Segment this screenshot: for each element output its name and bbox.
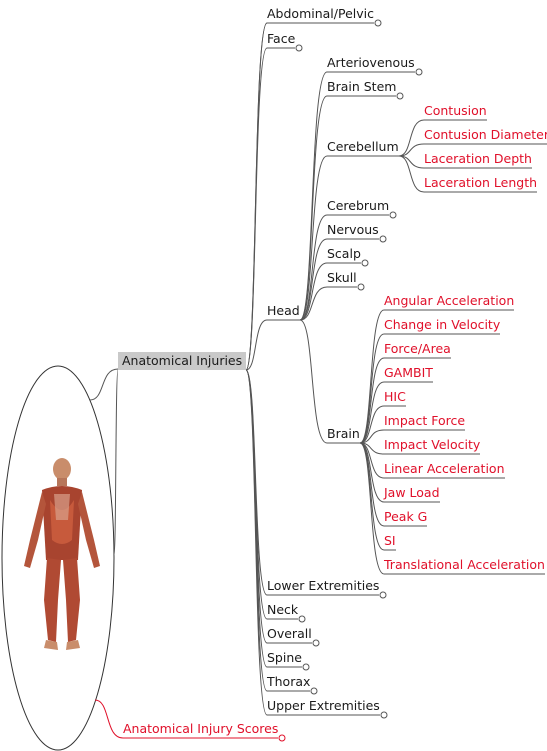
branch-connector <box>399 156 424 192</box>
node-scalp[interactable]: Scalp <box>327 246 361 262</box>
node-force-area[interactable]: Force/Area <box>384 341 451 357</box>
node-neck[interactable]: Neck <box>267 602 298 618</box>
node-impact-force[interactable]: Impact Force <box>384 413 465 429</box>
node-thorax[interactable]: Thorax <box>267 674 310 690</box>
node-brain-stem[interactable]: Brain Stem <box>327 79 396 95</box>
node-anatomical-injury-scores[interactable]: Anatomical Injury Scores <box>123 721 278 737</box>
node-laceration-depth[interactable]: Laceration Depth <box>424 151 532 167</box>
node-angular-acceleration[interactable]: Angular Acceleration <box>384 293 514 309</box>
branch-connector <box>90 369 118 400</box>
node-nervous[interactable]: Nervous <box>327 222 379 238</box>
branch-connector <box>300 239 327 320</box>
node-overall[interactable]: Overall <box>267 626 312 642</box>
node-linear-acceleration[interactable]: Linear Acceleration <box>384 461 505 477</box>
node-contusion-diameter[interactable]: Contusion Diameter <box>424 127 547 143</box>
collapse-handle-icon[interactable] <box>358 284 364 290</box>
collapse-handle-icon[interactable] <box>279 735 285 741</box>
branch-connector <box>360 334 384 443</box>
collapse-handle-icon[interactable] <box>296 45 302 51</box>
node-spine[interactable]: Spine <box>267 650 302 666</box>
node-face[interactable]: Face <box>267 31 295 47</box>
node-jaw-load[interactable]: Jaw Load <box>384 485 440 501</box>
node-contusion[interactable]: Contusion <box>424 103 487 119</box>
node-change-in-velocity[interactable]: Change in Velocity <box>384 317 500 333</box>
node-skull[interactable]: Skull <box>327 270 357 286</box>
branch-connector <box>246 320 267 370</box>
collapse-handle-icon[interactable] <box>380 236 386 242</box>
node-cerebellum[interactable]: Cerebellum <box>327 139 399 155</box>
human-anatomy-figure <box>24 458 100 650</box>
collapse-handle-icon[interactable] <box>313 640 319 646</box>
branch-connector <box>399 144 424 156</box>
collapse-handle-icon[interactable] <box>390 212 396 218</box>
node-brain[interactable]: Brain <box>327 426 360 442</box>
collapse-handle-icon[interactable] <box>397 93 403 99</box>
node-abdominal-pelvic[interactable]: Abdominal/Pelvic <box>267 6 374 22</box>
node-si[interactable]: SI <box>384 533 396 549</box>
branch-connector <box>300 320 327 443</box>
branch-connector <box>399 156 424 168</box>
collapse-handle-icon[interactable] <box>299 616 305 622</box>
branch-connector <box>399 120 424 156</box>
collapse-handle-icon[interactable] <box>416 69 422 75</box>
node-anatomical-injuries[interactable]: Anatomical Injuries <box>118 352 246 370</box>
branch-connector <box>95 700 123 738</box>
collapse-handle-icon[interactable] <box>362 260 368 266</box>
node-translational-acceleration[interactable]: Translational Acceleration <box>384 557 545 573</box>
node-hic[interactable]: HIC <box>384 389 406 405</box>
node-lower-extremities[interactable]: Lower Extremities <box>267 578 379 594</box>
node-impact-velocity[interactable]: Impact Velocity <box>384 437 480 453</box>
branch-connector <box>114 370 118 555</box>
node-cerebrum[interactable]: Cerebrum <box>327 198 389 214</box>
node-arteriovenous[interactable]: Arteriovenous <box>327 55 415 71</box>
collapse-handle-icon[interactable] <box>303 664 309 670</box>
node-gambit[interactable]: GAMBIT <box>384 365 433 381</box>
node-laceration-length[interactable]: Laceration Length <box>424 175 537 191</box>
node-head[interactable]: Head <box>267 303 300 319</box>
branch-connector <box>360 406 384 443</box>
collapse-handle-icon[interactable] <box>311 688 317 694</box>
node-upper-extremities[interactable]: Upper Extremities <box>267 698 380 714</box>
branch-connector <box>360 443 384 550</box>
branch-connector <box>360 443 384 526</box>
collapse-handle-icon[interactable] <box>375 20 381 26</box>
node-peak-g[interactable]: Peak G <box>384 509 427 525</box>
collapse-handle-icon[interactable] <box>381 712 387 718</box>
collapse-handle-icon[interactable] <box>380 592 386 598</box>
branch-connector <box>300 215 327 320</box>
